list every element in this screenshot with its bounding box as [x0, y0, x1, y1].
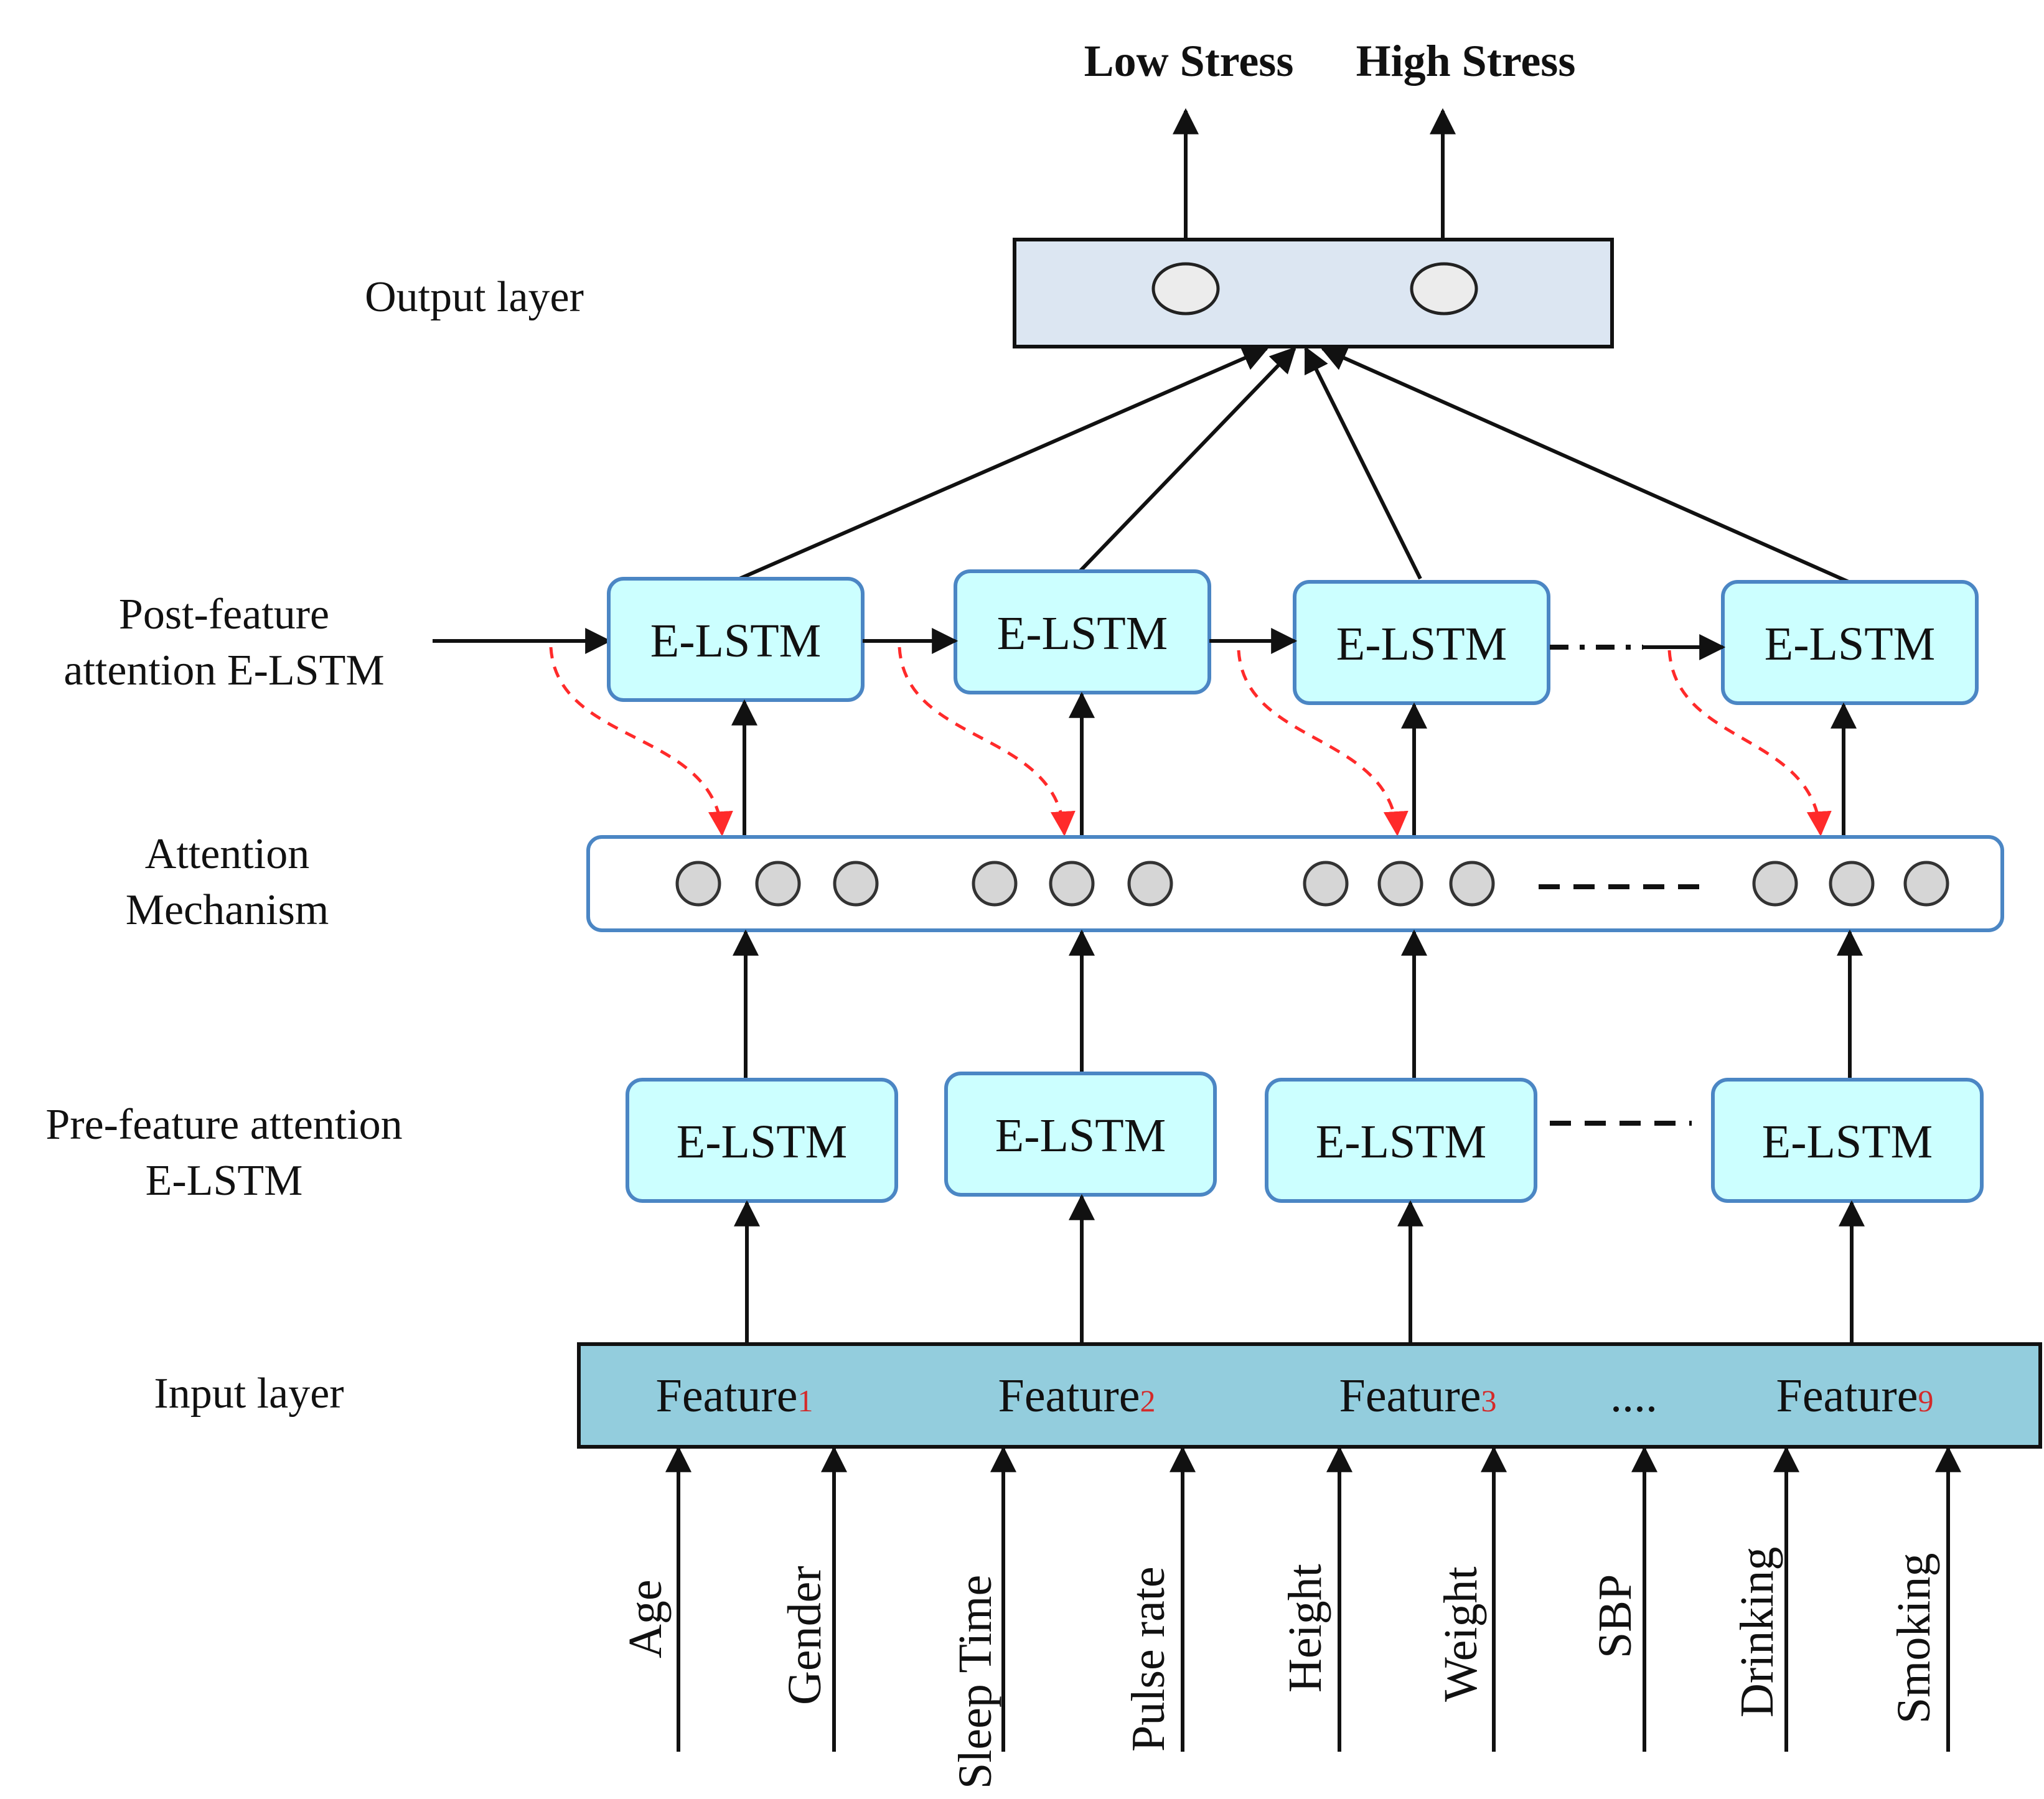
post-lstm-label-1: E-LSTM [650, 615, 821, 667]
attention-mechanism-box [586, 835, 2004, 932]
attention-feedback-arrow-3 [1237, 650, 1409, 836]
attention-node [833, 861, 879, 907]
feature-label-3: Feature3 [1339, 1370, 1497, 1422]
attention-node [1049, 861, 1095, 907]
pre-lstm-cell-1: E-LSTM [626, 1078, 898, 1203]
input-label-drinking: Drinking [1731, 1547, 1783, 1717]
input-label-sleep-time: Sleep Time [949, 1575, 1001, 1789]
layer-label-attention-line2: Mechanism [126, 886, 329, 934]
input-label-gender: Gender [779, 1566, 831, 1705]
attention-node [1127, 861, 1173, 907]
layer-label-pre-feature-line2: E-LSTM [146, 1157, 303, 1205]
input-arrows [665, 1446, 1961, 1752]
input-layer-box [577, 1342, 2042, 1449]
post-lstm-cell-1: E-LSTM [607, 577, 865, 702]
pre-lstm-label-2: E-LSTM [995, 1110, 1166, 1162]
pre-lstm-cell-9: E-LSTM [1711, 1078, 1984, 1203]
input-label-pulse-rate: Pulse rate [1122, 1566, 1174, 1752]
pre-lstm-box-1 [626, 1078, 898, 1203]
output-node-low [1151, 262, 1220, 315]
attention-node [1752, 861, 1798, 907]
arrow-post-9-to-output [1320, 346, 1850, 584]
post-lstm-label-9: E-LSTM [1765, 618, 1935, 670]
arrow-post-3-to-output [1304, 346, 1422, 580]
layer-label-input: Input layer [154, 1370, 344, 1418]
post-lstm-cell-2: E-LSTM [954, 569, 1211, 694]
arrow-post-1-to-output [738, 345, 1269, 581]
output-label-high-stress: High Stress [1356, 36, 1576, 86]
post-lstm-label-3: E-LSTM [1336, 618, 1507, 670]
pre-lstm-label-1: E-LSTM [677, 1116, 847, 1168]
input-label-smoking: Smoking [1888, 1553, 1940, 1724]
attention-node-group-9 [1752, 861, 1949, 907]
pre-lstm-label-3: E-LSTM [1316, 1116, 1486, 1168]
post-lstm-cell-3: E-LSTM [1293, 580, 1550, 705]
feature-ellipsis: .... [1610, 1370, 1657, 1422]
feature-label-1: Feature1 [656, 1370, 813, 1422]
attention-node [1829, 861, 1875, 907]
layer-label-post-feature-line2: attention E-LSTM [63, 647, 384, 694]
layer-label-post-feature-line1: Post-feature [119, 591, 329, 638]
attention-node-group-1 [675, 861, 879, 907]
output-layer-box [1013, 238, 1614, 348]
attention-node [1377, 861, 1423, 907]
attention-node [675, 861, 721, 907]
attention-node [755, 861, 801, 907]
attention-node-group-3 [1303, 861, 1495, 907]
attention-feedback-arrow-2 [898, 647, 1076, 836]
arrow-post-2-to-output [1078, 346, 1296, 573]
attention-node-group-2 [972, 861, 1173, 907]
layer-label-output: Output layer [365, 273, 584, 321]
output-node-high [1410, 262, 1478, 315]
feature-label-9: Feature9 [1776, 1370, 1934, 1422]
attention-node [1903, 861, 1949, 907]
attention-feedback-arrow-1 [549, 647, 733, 836]
input-label-age: Age [619, 1579, 672, 1658]
attention-node [972, 861, 1018, 907]
post-lstm-label-2: E-LSTM [997, 607, 1168, 660]
attention-node [1303, 861, 1349, 907]
input-label-weight: Weight [1435, 1566, 1487, 1702]
layer-label-pre-feature-line1: Pre-feature attention [45, 1101, 402, 1149]
pre-lstm-cell-3: E-LSTM [1265, 1078, 1537, 1203]
attention-feedback-arrow-9 [1667, 650, 1832, 836]
feature-label-2: Feature2 [998, 1370, 1156, 1422]
pre-lstm-cell-2: E-LSTM [944, 1072, 1217, 1197]
output-label-low-stress: Low Stress [1084, 36, 1294, 86]
pre-lstm-label-9: E-LSTM [1762, 1116, 1933, 1168]
post-lstm-cell-9: E-LSTM [1721, 580, 1979, 705]
input-label-height: Height [1279, 1564, 1331, 1693]
input-label-sbp: SBP [1589, 1574, 1641, 1658]
attention-node [1449, 861, 1495, 907]
layer-label-attention-line1: Attention [145, 830, 309, 878]
